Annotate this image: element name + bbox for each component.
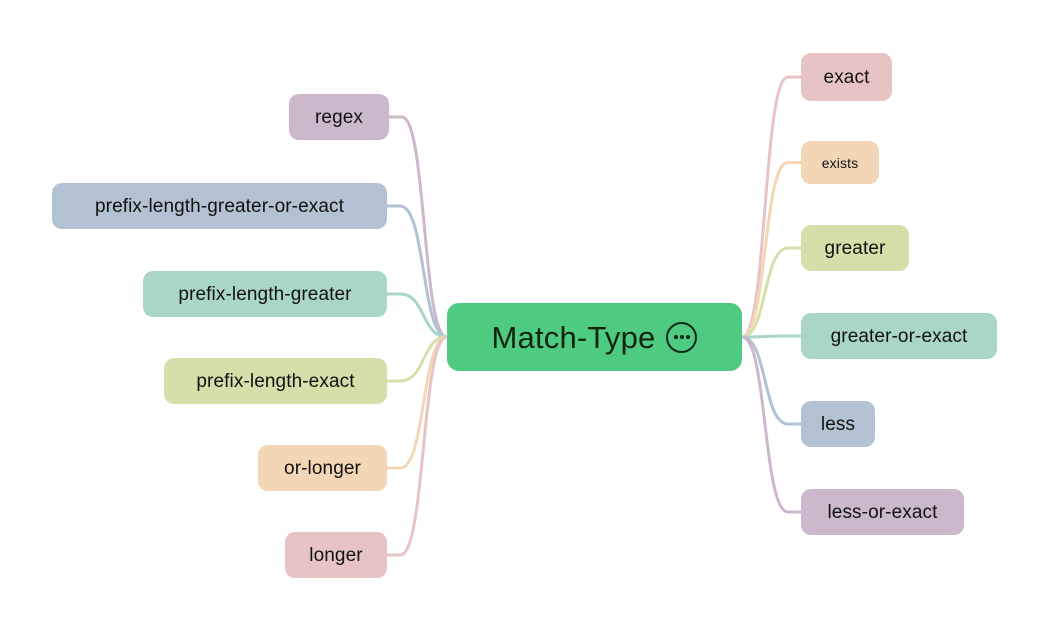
- branch-node-label: exact: [823, 66, 870, 88]
- branch-node-exists[interactable]: exists: [801, 141, 879, 184]
- branch-node-less[interactable]: less: [801, 401, 875, 447]
- branch-node-longer[interactable]: longer: [285, 532, 387, 578]
- connector-greater-or-exact: [740, 334, 803, 339]
- connector-prefix-length-greater-or-exact: [385, 204, 449, 339]
- branch-node-greater[interactable]: greater: [801, 225, 909, 271]
- branch-node-exact[interactable]: exact: [801, 53, 892, 101]
- branch-node-or-longer[interactable]: or-longer: [258, 445, 387, 491]
- branch-node-label: prefix-length-exact: [196, 370, 355, 392]
- branch-node-label: prefix-length-greater: [178, 283, 352, 305]
- branch-node-label: longer: [309, 544, 363, 566]
- branch-node-label: greater: [824, 237, 886, 259]
- root-node-match-type[interactable]: Match-Type: [447, 303, 742, 371]
- connector-longer: [385, 335, 449, 557]
- connector-prefix-length-greater: [385, 292, 449, 339]
- branch-node-regex[interactable]: regex: [289, 94, 389, 140]
- connector-less-or-exact: [740, 335, 803, 514]
- branch-node-label: exists: [821, 154, 859, 171]
- branch-node-label: less: [820, 413, 856, 435]
- branch-node-label: greater-or-exact: [830, 325, 968, 347]
- connector-prefix-length-exact: [385, 335, 449, 383]
- branch-node-less-or-exact[interactable]: less-or-exact: [801, 489, 964, 535]
- branch-node-prefix-length-greater-or-exact[interactable]: prefix-length-greater-or-exact: [52, 183, 387, 229]
- branch-node-prefix-length-greater[interactable]: prefix-length-greater: [143, 271, 387, 317]
- connector-less: [740, 335, 803, 426]
- root-node-label: Match-Type: [491, 319, 656, 355]
- connector-exists: [740, 161, 803, 339]
- branch-node-greater-or-exact[interactable]: greater-or-exact: [801, 313, 997, 359]
- branch-node-label: prefix-length-greater-or-exact: [94, 195, 345, 217]
- connector-or-longer: [385, 335, 449, 470]
- connector-regex: [387, 115, 449, 339]
- branch-node-label: regex: [314, 106, 364, 128]
- connector-exact: [740, 75, 803, 339]
- branch-node-prefix-length-exact[interactable]: prefix-length-exact: [164, 358, 387, 404]
- branch-node-label: less-or-exact: [827, 501, 938, 523]
- connector-greater: [740, 246, 803, 339]
- branch-node-label: or-longer: [284, 457, 361, 479]
- ellipsis-circle-icon[interactable]: [666, 321, 698, 353]
